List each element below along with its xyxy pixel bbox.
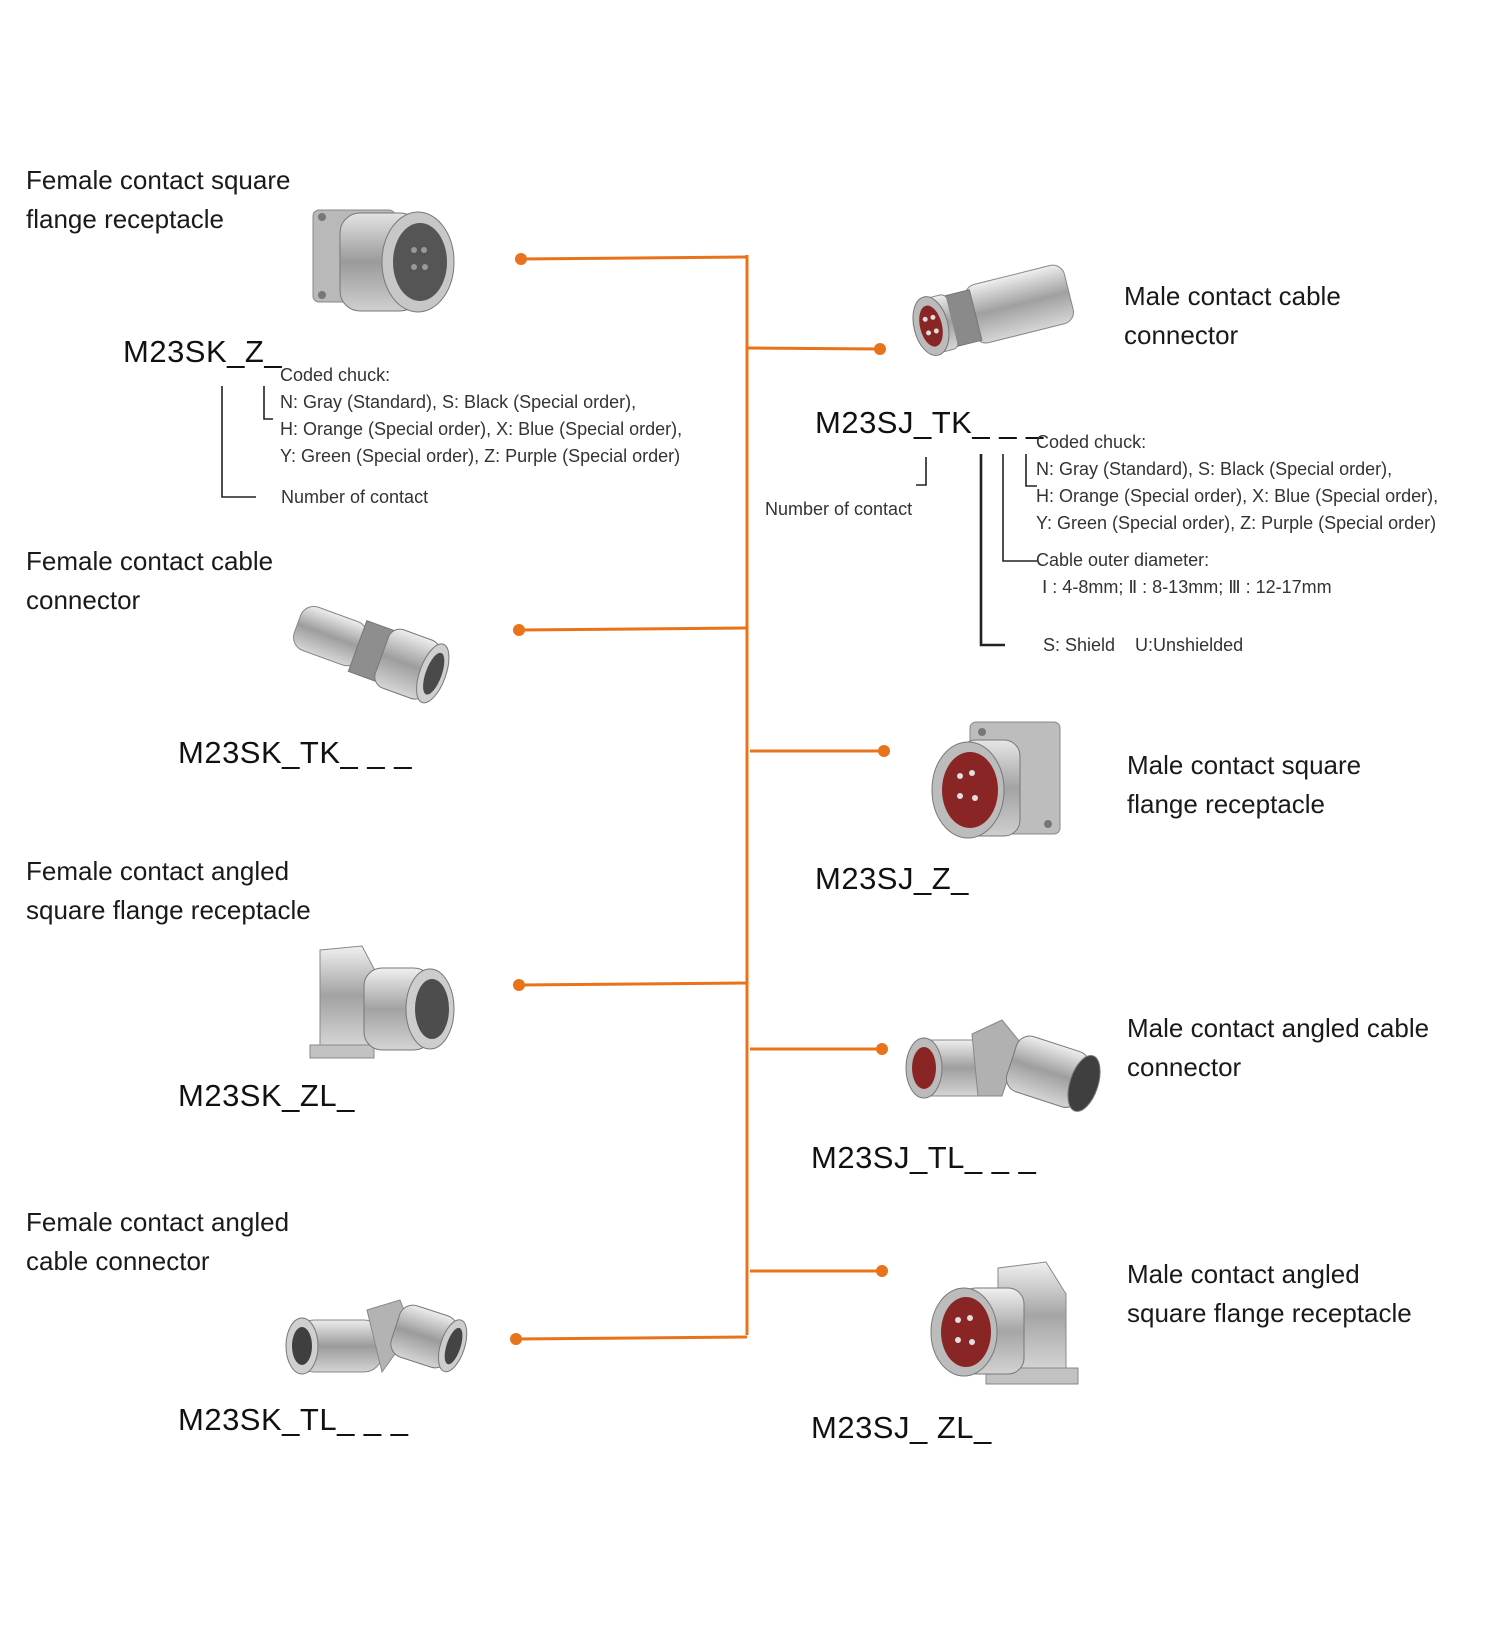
female-angled-cable-title: Female contact angled cable connector xyxy=(26,1203,289,1281)
bracket-male-number-of-contact xyxy=(916,457,927,486)
title-line: Male contact angled cable xyxy=(1127,1013,1430,1043)
title-line: Male contact angled xyxy=(1127,1259,1360,1289)
note-line: H: Orange (Special order), X: Blue (Spec… xyxy=(1036,486,1439,506)
male-number-of-contact: Number of contact xyxy=(765,499,913,519)
dot-male-square-flange xyxy=(878,745,890,757)
male-square-flange-code: M23SJ_Z_ xyxy=(815,861,969,896)
female-square-flange-image xyxy=(312,209,455,313)
bracket-coded-chuck xyxy=(263,386,273,420)
note-label: Coded chuck: xyxy=(1036,432,1147,452)
dot-female-angled-flange xyxy=(513,979,525,991)
title-line: Male contact cable xyxy=(1124,281,1341,311)
male-cable-image xyxy=(912,264,1074,356)
title-line: square flange receptacle xyxy=(26,895,311,925)
title-line: Female contact cable xyxy=(26,546,274,576)
title-line: square flange receptacle xyxy=(1127,1298,1412,1328)
male-cable-code: M23SJ_TK_ _ _ xyxy=(815,405,1044,440)
bracket-male-coded-chuck xyxy=(1025,454,1037,487)
bracket-shield xyxy=(979,454,1005,647)
female-coded-chuck-note: Coded chuck: N: Gray (Standard), S: Blac… xyxy=(280,362,682,470)
bracket-cable-diameter xyxy=(1002,454,1037,562)
shield-note: S: Shield U:Unshielded xyxy=(1043,635,1244,655)
female-cable-code: M23SK_TK_ _ _ xyxy=(178,735,412,770)
note-line: Y: Green (Special order), Z: Purple (Spe… xyxy=(280,446,681,466)
male-cable-title: Male contact cable connector xyxy=(1124,277,1341,355)
female-square-flange-title: Female contact square flange receptacle xyxy=(26,161,290,239)
dot-male-angled-cable xyxy=(876,1043,888,1055)
female-angled-flange-code: M23SK_ZL_ xyxy=(178,1078,355,1113)
female-number-of-contact: Number of contact xyxy=(281,487,429,507)
title-line: connector xyxy=(1127,1052,1242,1082)
bracket-number-of-contact xyxy=(221,386,256,498)
note-label: Cable outer diameter: xyxy=(1036,550,1210,570)
dot-male-cable xyxy=(874,343,886,355)
dot-female-square-flange xyxy=(515,253,527,265)
branch-female-angled-flange xyxy=(518,981,748,987)
male-angled-cable-image xyxy=(905,1019,1101,1112)
dot-male-angled-flange xyxy=(876,1265,888,1277)
branch-male-cable xyxy=(746,346,881,351)
female-angled-cable-image xyxy=(285,1299,468,1375)
title-line: connector xyxy=(26,585,141,615)
female-angled-flange-image xyxy=(309,945,455,1059)
male-angled-cable-title: Male contact angled cable connector xyxy=(1127,1009,1429,1087)
branch-female-cable xyxy=(518,626,748,632)
note-line: N: Gray (Standard), S: Black (Special or… xyxy=(1036,459,1393,479)
cable-diameter-note: Cable outer diameter: Ⅰ : 4-8mm; Ⅱ : 8-1… xyxy=(1036,547,1332,601)
dot-female-angled-cable xyxy=(510,1333,522,1345)
title-line: Female contact angled xyxy=(26,1207,290,1237)
female-angled-flange-title: Female contact angled square flange rece… xyxy=(26,852,311,930)
male-square-flange-image xyxy=(931,721,1061,839)
note-line: Y: Green (Special order), Z: Purple (Spe… xyxy=(1036,513,1437,533)
branch-female-angled-cable xyxy=(515,1335,748,1341)
branch-female-square-flange xyxy=(520,255,748,261)
title-line: flange receptacle xyxy=(1127,789,1326,819)
male-square-flange-title: Male contact square flange receptacle xyxy=(1127,746,1361,824)
female-angled-cable-code: M23SK_TL_ _ _ xyxy=(178,1402,409,1437)
male-angled-flange-image xyxy=(930,1261,1079,1385)
male-angled-flange-code: M23SJ_ ZL_ xyxy=(811,1410,992,1445)
male-coded-chuck-note: Coded chuck: N: Gray (Standard), S: Blac… xyxy=(1036,429,1438,537)
note-line: H: Orange (Special order), X: Blue (Spec… xyxy=(280,419,683,439)
title-line: Female contact square xyxy=(26,165,291,195)
title-line: Female contact angled xyxy=(26,856,290,886)
title-line: cable connector xyxy=(26,1246,210,1276)
note-label: Coded chuck: xyxy=(280,365,391,385)
male-angled-cable-code: M23SJ_TL_ _ _ xyxy=(811,1140,1037,1175)
title-line: flange receptacle xyxy=(26,204,225,234)
female-cable-title: Female contact cable connector xyxy=(26,542,273,620)
female-square-flange-code: M23SK_Z_ xyxy=(123,334,283,369)
note-line: Ⅰ : 4-8mm; Ⅱ : 8-13mm; Ⅲ : 12-17mm xyxy=(1042,577,1332,597)
female-cable-image xyxy=(293,605,450,704)
dot-female-cable xyxy=(513,624,525,636)
title-line: connector xyxy=(1124,320,1239,350)
male-angled-flange-title: Male contact angled square flange recept… xyxy=(1127,1255,1412,1333)
title-line: Male contact square xyxy=(1127,750,1362,780)
note-line: N: Gray (Standard), S: Black (Special or… xyxy=(280,392,637,412)
